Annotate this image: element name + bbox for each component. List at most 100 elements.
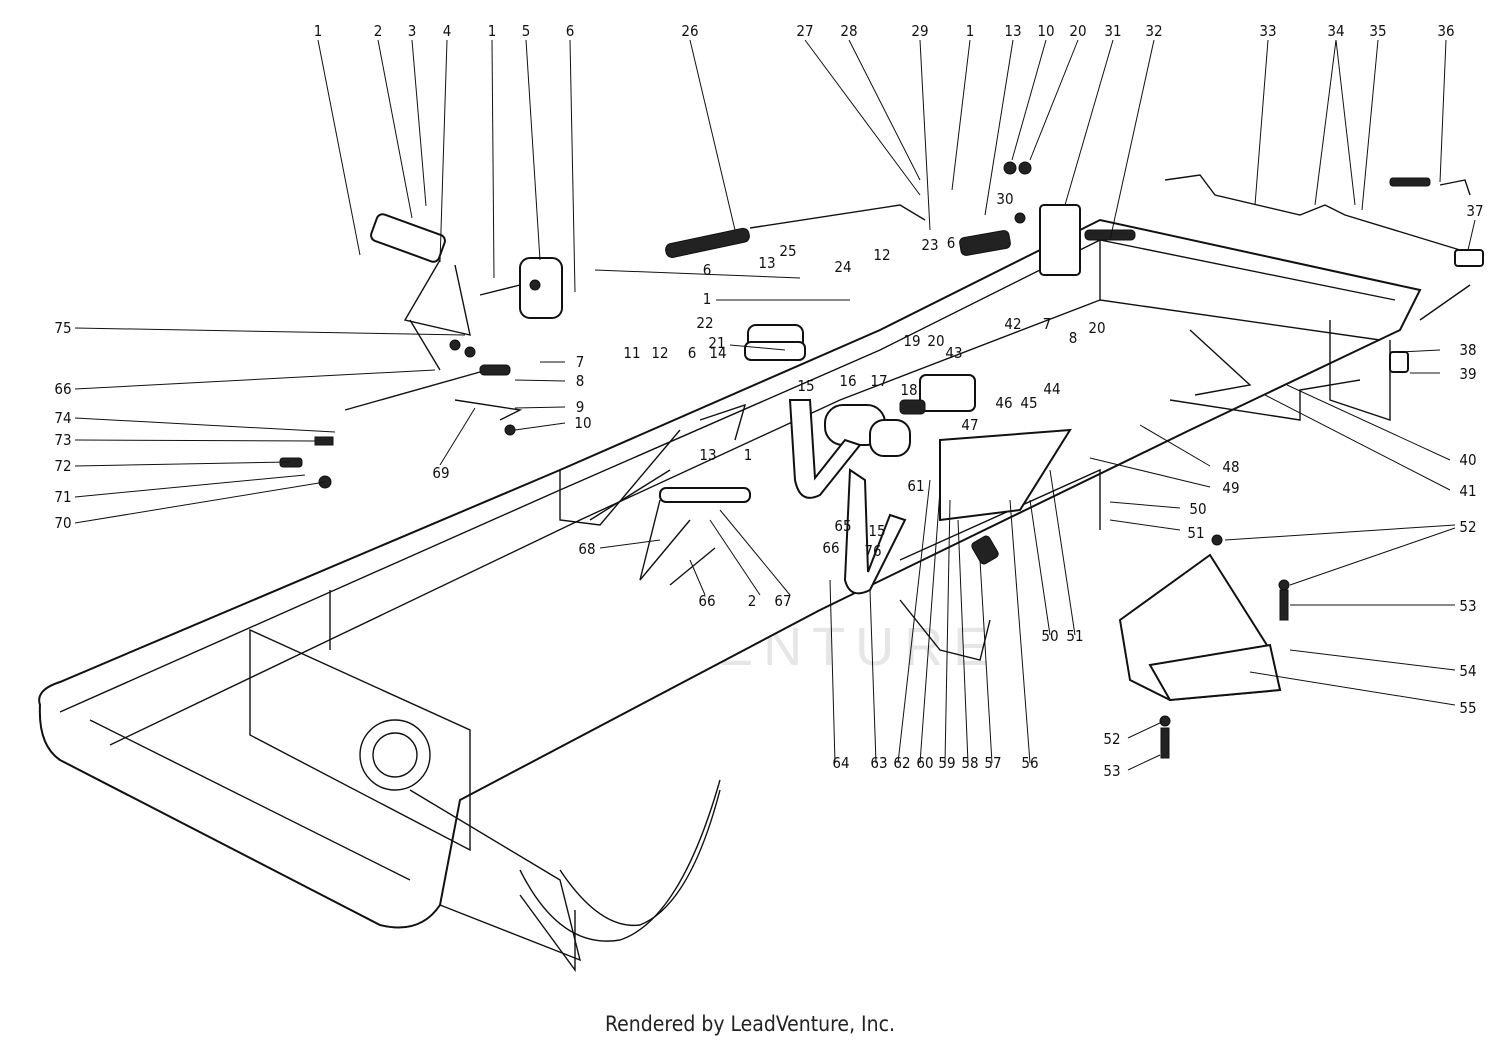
callout-66b: 66 bbox=[698, 592, 715, 610]
callout-1e: 1 bbox=[744, 446, 753, 464]
callout-2b: 2 bbox=[748, 592, 757, 610]
callout-54: 54 bbox=[1459, 662, 1476, 680]
callout-21: 21 bbox=[708, 334, 725, 352]
footer-credit: Rendered by LeadVenture, Inc. bbox=[605, 1012, 895, 1036]
callout-30: 30 bbox=[996, 190, 1013, 208]
callout-19: 19 bbox=[903, 332, 920, 350]
callout-12: 12 bbox=[873, 246, 890, 264]
callout-39: 39 bbox=[1459, 365, 1476, 383]
callout-38: 38 bbox=[1459, 341, 1476, 359]
callout-17: 17 bbox=[870, 372, 887, 390]
callout-25: 25 bbox=[779, 242, 796, 260]
callout-6c: 6 bbox=[947, 234, 956, 252]
clutch-linkage-assembly bbox=[589, 161, 1484, 595]
callout-44: 44 bbox=[1043, 380, 1060, 398]
callout-69: 69 bbox=[432, 464, 449, 482]
callout-2: 2 bbox=[374, 22, 383, 40]
callout-6b: 6 bbox=[703, 261, 712, 279]
callout-48: 48 bbox=[1222, 458, 1239, 476]
callout-49: 49 bbox=[1222, 479, 1239, 497]
callout-13c: 13 bbox=[699, 446, 716, 464]
callout-12b: 12 bbox=[651, 344, 668, 362]
callout-55: 55 bbox=[1459, 699, 1476, 717]
leader-lines bbox=[74, 39, 1476, 771]
callout-53: 53 bbox=[1459, 597, 1476, 615]
callout-62: 62 bbox=[893, 754, 910, 772]
callout-68: 68 bbox=[578, 540, 595, 558]
callout-34: 34 bbox=[1327, 22, 1344, 40]
callout-9: 9 bbox=[576, 398, 585, 416]
callout-15b: 15 bbox=[868, 522, 885, 540]
callout-8: 8 bbox=[1069, 329, 1078, 347]
callout-1c: 1 bbox=[966, 22, 975, 40]
callout-46: 46 bbox=[995, 394, 1012, 412]
callout-73: 73 bbox=[54, 431, 71, 449]
callout-33: 33 bbox=[1259, 22, 1276, 40]
callout-50: 50 bbox=[1189, 500, 1206, 518]
callout-7: 7 bbox=[1043, 315, 1052, 333]
callout-50b: 50 bbox=[1041, 627, 1058, 645]
callout-29: 29 bbox=[911, 22, 928, 40]
callout-6: 6 bbox=[566, 22, 575, 40]
callout-labels: 1 2 3 4 1 5 6 26 27 28 29 1 13 10 20 31 … bbox=[54, 22, 1483, 780]
callout-20b: 20 bbox=[927, 332, 944, 350]
callout-58: 58 bbox=[961, 754, 978, 772]
callout-66c: 66 bbox=[822, 539, 839, 557]
callout-1d: 1 bbox=[703, 290, 712, 308]
callout-42: 42 bbox=[1004, 315, 1021, 333]
callout-75: 75 bbox=[54, 319, 71, 337]
callout-57: 57 bbox=[984, 754, 1001, 772]
callout-63: 63 bbox=[870, 754, 887, 772]
callout-10: 10 bbox=[1037, 22, 1054, 40]
callout-45: 45 bbox=[1020, 394, 1037, 412]
callout-66: 66 bbox=[54, 380, 71, 398]
callout-76: 76 bbox=[864, 542, 881, 560]
callout-20c: 20 bbox=[1088, 319, 1105, 337]
callout-13: 13 bbox=[1004, 22, 1021, 40]
callout-53b: 53 bbox=[1103, 762, 1120, 780]
callout-1: 1 bbox=[314, 22, 323, 40]
callout-72: 72 bbox=[54, 457, 71, 475]
callout-32: 32 bbox=[1145, 22, 1162, 40]
callout-16: 16 bbox=[839, 372, 856, 390]
callout-43: 43 bbox=[945, 344, 962, 362]
callout-23: 23 bbox=[921, 236, 938, 254]
callout-51b: 51 bbox=[1066, 627, 1083, 645]
callout-64: 64 bbox=[832, 754, 849, 772]
callout-35: 35 bbox=[1369, 22, 1386, 40]
callout-41: 41 bbox=[1459, 482, 1476, 500]
callout-27: 27 bbox=[796, 22, 813, 40]
callout-7b: 7 bbox=[576, 353, 585, 371]
callout-40: 40 bbox=[1459, 451, 1476, 469]
callout-5: 5 bbox=[522, 22, 531, 40]
callout-67: 67 bbox=[774, 592, 791, 610]
brake-pedal-assembly bbox=[279, 213, 563, 489]
callout-18: 18 bbox=[900, 381, 917, 399]
callout-74: 74 bbox=[54, 409, 71, 427]
callout-24: 24 bbox=[834, 258, 851, 276]
callout-4: 4 bbox=[443, 22, 452, 40]
callout-11: 11 bbox=[623, 344, 640, 362]
callout-22: 22 bbox=[696, 314, 713, 332]
callout-52b: 52 bbox=[1103, 730, 1120, 748]
callout-56: 56 bbox=[1021, 754, 1038, 772]
callout-31: 31 bbox=[1104, 22, 1121, 40]
callout-3: 3 bbox=[408, 22, 417, 40]
callout-70: 70 bbox=[54, 514, 71, 532]
callout-6d: 6 bbox=[688, 344, 697, 362]
callout-37: 37 bbox=[1466, 202, 1483, 220]
callout-71: 71 bbox=[54, 488, 71, 506]
callout-36: 36 bbox=[1437, 22, 1454, 40]
callout-65: 65 bbox=[834, 517, 851, 535]
callout-15: 15 bbox=[797, 377, 814, 395]
callout-14: 14 bbox=[709, 344, 726, 362]
callout-59: 59 bbox=[938, 754, 955, 772]
callout-1b: 1 bbox=[488, 22, 497, 40]
callout-26: 26 bbox=[681, 22, 698, 40]
callout-51: 51 bbox=[1187, 524, 1204, 542]
callout-52: 52 bbox=[1459, 518, 1476, 536]
callout-13b: 13 bbox=[758, 254, 775, 272]
callout-61: 61 bbox=[907, 477, 924, 495]
callout-8b: 8 bbox=[576, 372, 585, 390]
